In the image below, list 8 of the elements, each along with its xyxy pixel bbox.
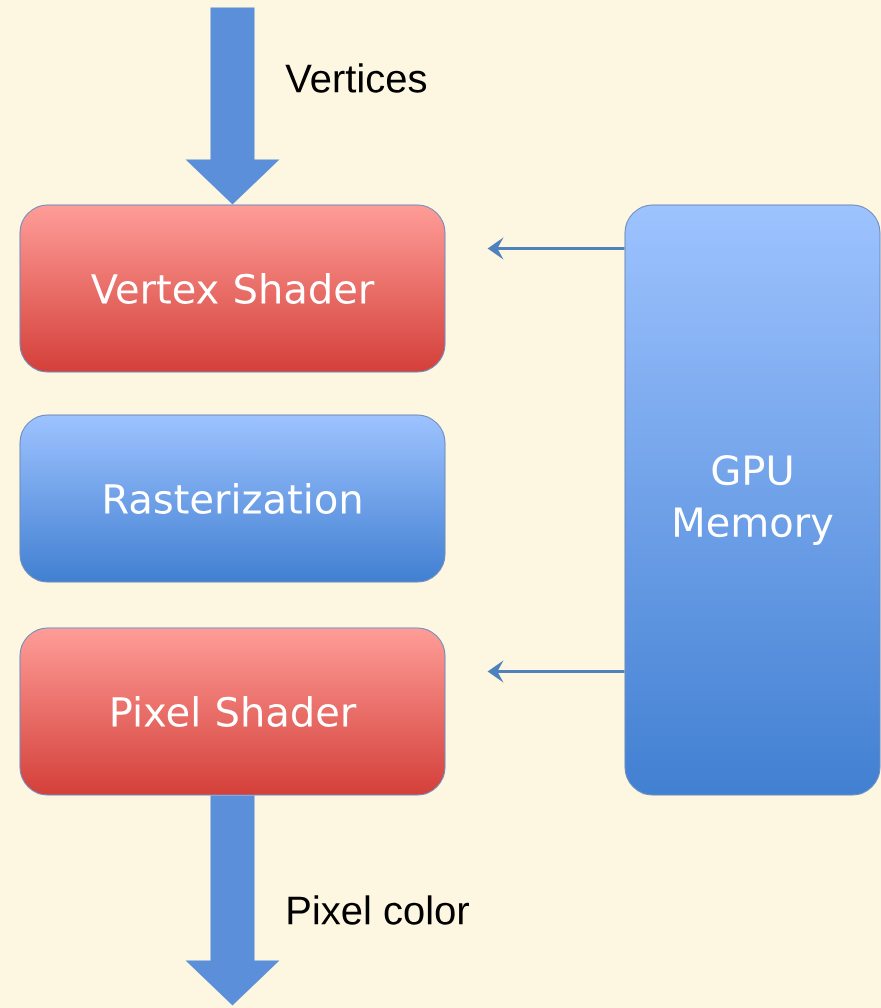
edge-label: Vertices: [285, 63, 427, 93]
memory-box: GPU Memory: [624, 204, 881, 796]
stage-box: Vertex Shader: [19, 204, 446, 373]
block-arrow: [185, 795, 280, 1006]
edge-label: Pixel color: [288, 895, 469, 925]
stage-box: Pixel Shader: [19, 627, 446, 796]
stage-box: Rasterization: [19, 414, 446, 583]
block-arrow: [185, 7, 280, 205]
